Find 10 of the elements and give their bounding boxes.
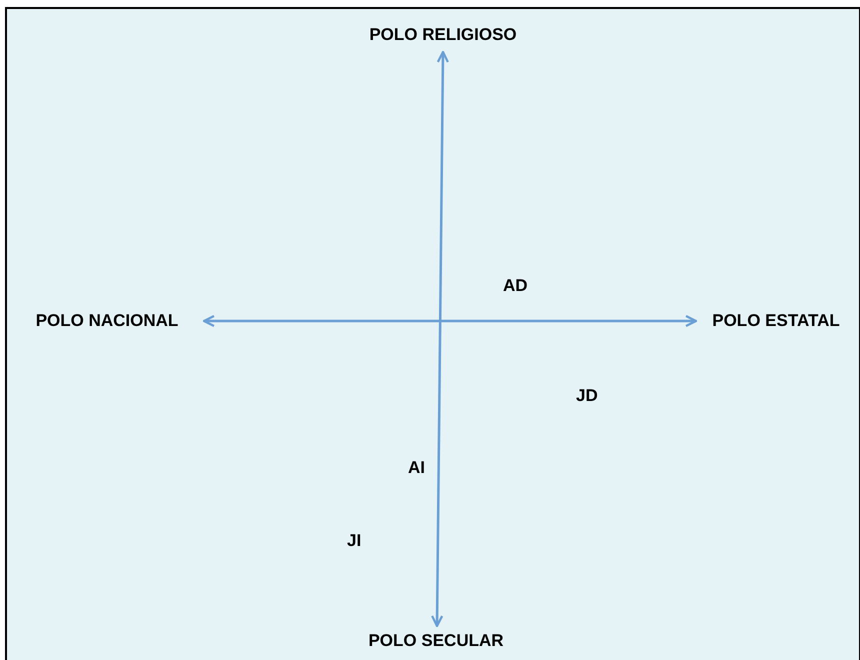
pole-label: POLO ESTATAL bbox=[712, 310, 840, 332]
pole-label: POLO NACIONAL bbox=[36, 310, 178, 332]
axis-arrow bbox=[431, 50, 449, 628]
axis-arrow bbox=[202, 314, 698, 328]
position-label: JI bbox=[347, 530, 362, 552]
position-label: AI bbox=[408, 457, 425, 479]
position-label: AD bbox=[503, 275, 528, 297]
pole-label: POLO SECULAR bbox=[368, 630, 504, 652]
pole-label: POLO RELIGIOSO bbox=[369, 24, 517, 46]
position-label: JD bbox=[576, 385, 598, 407]
